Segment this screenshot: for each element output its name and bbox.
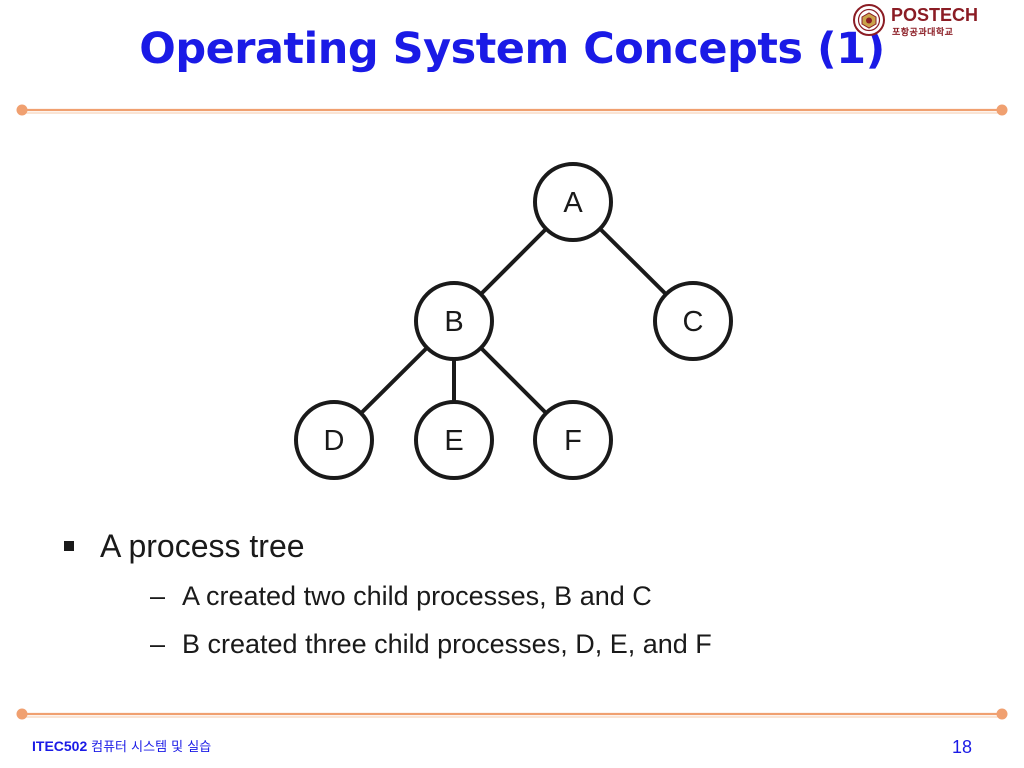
tree-node-f: F xyxy=(533,400,613,480)
tree-edge-b-f xyxy=(479,346,548,415)
postech-logo: POSTECH 포항공과대학교 xyxy=(853,4,993,38)
sub-bullet-list: – A created two child processes, B and C… xyxy=(100,572,962,668)
sub-bullet-text: B created three child processes, D, E, a… xyxy=(182,629,712,659)
university-seal-icon xyxy=(853,4,885,36)
tree-node-circle xyxy=(653,281,733,361)
tree-edge-a-b xyxy=(479,227,548,296)
tree-node-d: D xyxy=(294,400,374,480)
top-divider xyxy=(16,104,1008,116)
logo-wordmark: POSTECH xyxy=(891,5,979,25)
sub-bullet-text: A created two child processes, B and C xyxy=(182,581,652,611)
course-code: ITEC502 xyxy=(32,738,88,754)
tree-node-label: F xyxy=(564,425,582,457)
tree-node-circle xyxy=(414,400,494,480)
logo-subtitle: 포항공과대학교 xyxy=(892,28,954,38)
tree-node-c: C xyxy=(653,281,733,361)
dash-bullet-icon: – xyxy=(150,629,166,659)
tree-node-label: E xyxy=(444,425,463,457)
bullet-main-text: A process tree xyxy=(100,528,305,564)
tree-node-label: C xyxy=(683,306,704,338)
tree-node-circle xyxy=(533,162,613,242)
tree-nodes: A B C D E F xyxy=(294,162,733,480)
tree-node-e: E xyxy=(414,400,494,480)
tree-edge-b-d xyxy=(359,346,429,415)
course-name: 컴퓨터 시스템 및 실습 xyxy=(91,740,212,755)
tree-node-circle xyxy=(294,400,374,480)
process-tree-diagram: A B C D E F xyxy=(294,162,733,480)
bullet-main: A process tree – A created two child pro… xyxy=(62,524,962,668)
tree-edge-a-c xyxy=(598,227,668,296)
bottom-divider xyxy=(16,708,1008,720)
tree-node-a: A xyxy=(533,162,613,242)
tree-node-circle xyxy=(533,400,613,480)
page-number: 18 xyxy=(951,737,972,757)
tree-node-label: D xyxy=(324,425,345,457)
bullet-list: A process tree – A created two child pro… xyxy=(62,524,962,668)
dash-bullet-icon: – xyxy=(150,581,166,611)
sub-bullet: – B created three child processes, D, E,… xyxy=(100,620,962,668)
footer-course: ITEC502 컴퓨터 시스템 및 실습 xyxy=(32,736,211,755)
square-bullet-icon xyxy=(64,541,74,551)
slide-title: Operating System Concepts (1) xyxy=(139,24,885,74)
tree-edges xyxy=(359,227,668,415)
tree-node-label: B xyxy=(444,306,463,338)
sub-bullet: – A created two child processes, B and C xyxy=(100,572,962,620)
tree-node-circle xyxy=(414,281,494,361)
tree-node-b: B xyxy=(414,281,494,361)
tree-node-label: A xyxy=(563,187,583,219)
